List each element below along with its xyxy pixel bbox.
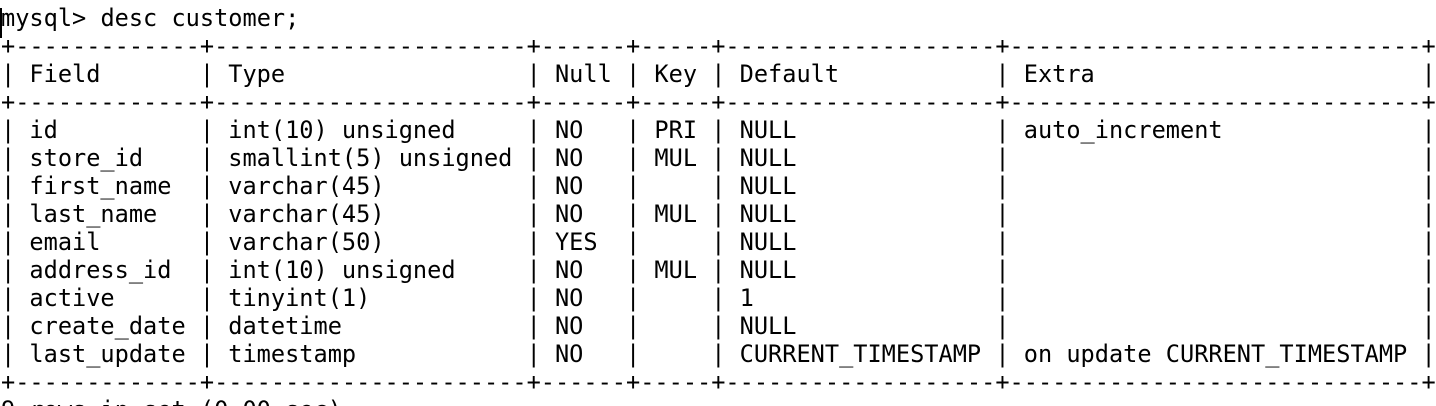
command-text: desc customer; [100,4,300,32]
status-line: 9 rows in set (0.00 sec) [1,396,342,406]
prompt-line: mysql> desc customer; [1,4,299,32]
window-edge-artifact [0,8,2,38]
mysql-prompt: mysql> [1,4,101,32]
desc-table-ascii: +-------------+----------------------+--… [1,32,1436,396]
